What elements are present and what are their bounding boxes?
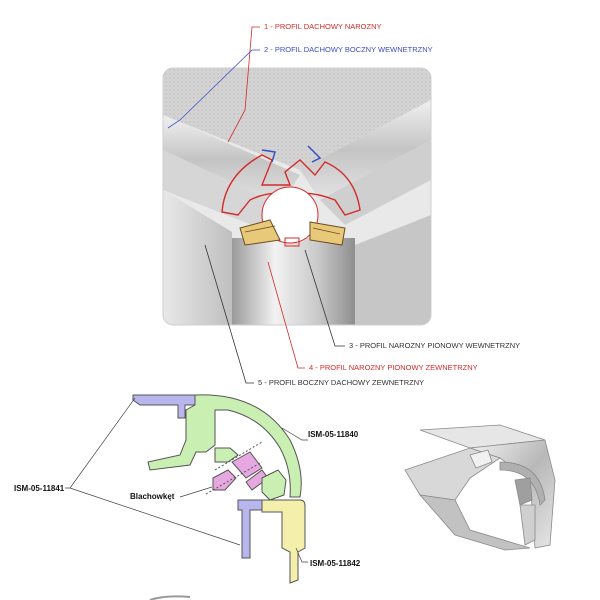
label-profil-narozny-pionowy-wewnetrzny: 3 - PROFIL NAROZNY PIONOWY WEWNETRZNY bbox=[349, 341, 520, 350]
code-ism-05-11841: ISM-05-11841 bbox=[14, 484, 65, 493]
cross-section-drawing bbox=[132, 394, 306, 584]
code-ism-05-11840: ISM-05-11840 bbox=[308, 430, 359, 439]
extrusion-render bbox=[404, 424, 556, 551]
cropped-part bbox=[149, 595, 191, 600]
part-label-blachowket: Blachowkęt bbox=[130, 492, 175, 501]
label-profil-narozny-pionowy-zewnetrzny: 4 - PROFIL NAROZNY PIONOWY ZEWNETRZNY bbox=[309, 363, 478, 372]
corner-render bbox=[163, 68, 431, 325]
bottom-leader-lines bbox=[65, 397, 308, 563]
render-frame bbox=[162, 67, 432, 326]
top-leader-lines bbox=[167, 26, 345, 384]
code-ism-05-11842: ISM-05-11842 bbox=[310, 559, 361, 568]
label-profil-boczny-dachowy-zewnetrzny: 5 - PROFIL BOCZNY DACHOWY ZEWNETRZNY bbox=[258, 378, 424, 387]
label-profil-dachowy-boczny-wewnetrzny: 2 - PROFIL DACHOWY BOCZNY WEWNETRZNY bbox=[264, 45, 433, 54]
label-profil-dachowy-narozny: 1 - PROFIL DACHOWY NAROZNY bbox=[264, 22, 382, 31]
